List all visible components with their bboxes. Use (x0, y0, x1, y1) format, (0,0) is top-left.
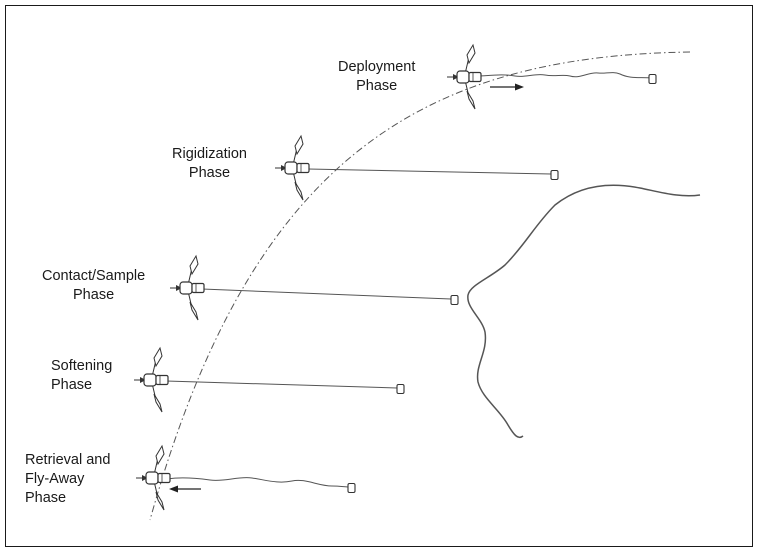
diagram-frame (5, 5, 753, 547)
retrieval-tether (167, 477, 350, 488)
deployment-tether-tip (648, 73, 657, 85)
label-line: Deployment (338, 59, 416, 75)
contact-tether-tip (450, 294, 459, 306)
retrieval-spacecraft (135, 445, 171, 511)
softening-phase-label: Softening Phase (51, 357, 112, 395)
label-line: Contact/Sample (42, 268, 146, 284)
retrieval-arrow (169, 485, 201, 493)
label-line: Rigidization (172, 146, 247, 162)
rigidization-tether (307, 168, 552, 175)
surface-outline (467, 184, 701, 439)
deployment-arrow (490, 83, 524, 91)
label-line: Phase (356, 78, 398, 94)
label-line: Softening (51, 358, 113, 374)
contact-phase-label: Contact/Sample Phase (42, 267, 145, 305)
label-line: Phase (73, 287, 115, 303)
deployment-phase-group (446, 44, 657, 110)
deployment-phase-label: Deployment Phase (338, 58, 415, 96)
contact-spacecraft (169, 255, 205, 321)
label-line: Retrieval and (25, 452, 111, 468)
retrieval-phase-label: Retrieval and Fly-Away Phase (25, 451, 110, 508)
softening-phase-group (133, 347, 405, 413)
retrieval-tether-tip (347, 482, 356, 494)
softening-tether (165, 380, 398, 389)
rigidization-phase-label: Rigidization Phase (172, 145, 247, 183)
rigidization-tether-tip (550, 169, 559, 181)
rigidization-spacecraft (274, 135, 310, 201)
softening-spacecraft (133, 347, 169, 413)
contact-phase-group (169, 255, 459, 321)
orbit-path (149, 51, 691, 521)
label-line: Phase (51, 377, 93, 393)
contact-tether (201, 288, 452, 300)
label-line: Phase (188, 165, 231, 181)
softening-tether-tip (396, 383, 405, 395)
rigidization-phase-group (274, 135, 559, 201)
deployment-tether (479, 72, 653, 79)
retrieval-phase-group (135, 445, 356, 511)
label-line: Phase (25, 490, 67, 506)
deployment-spacecraft (446, 44, 482, 110)
label-line: Fly-Away (25, 471, 85, 487)
